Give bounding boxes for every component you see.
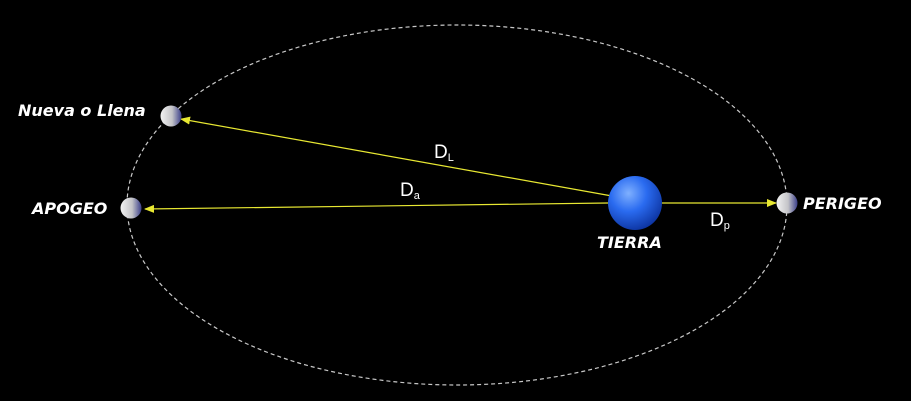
label-perigee: PERIGEO [803, 194, 882, 213]
arrow-d-a [144, 202, 609, 213]
label-earth: TIERRA [597, 233, 662, 252]
distance-label-d-l: DL [434, 142, 454, 164]
arrow-d-l [180, 116, 613, 197]
earth-icon [608, 176, 662, 230]
label-apogee: APOGEO [30, 199, 108, 218]
moon-icon [776, 192, 798, 214]
distance-label-d-p: Dp [710, 210, 730, 232]
moon-icon [160, 105, 182, 127]
distance-label-d-a: Da [400, 180, 421, 202]
label-full-new-moon: Nueva o Llena [18, 101, 146, 120]
moon-icon [120, 197, 142, 219]
